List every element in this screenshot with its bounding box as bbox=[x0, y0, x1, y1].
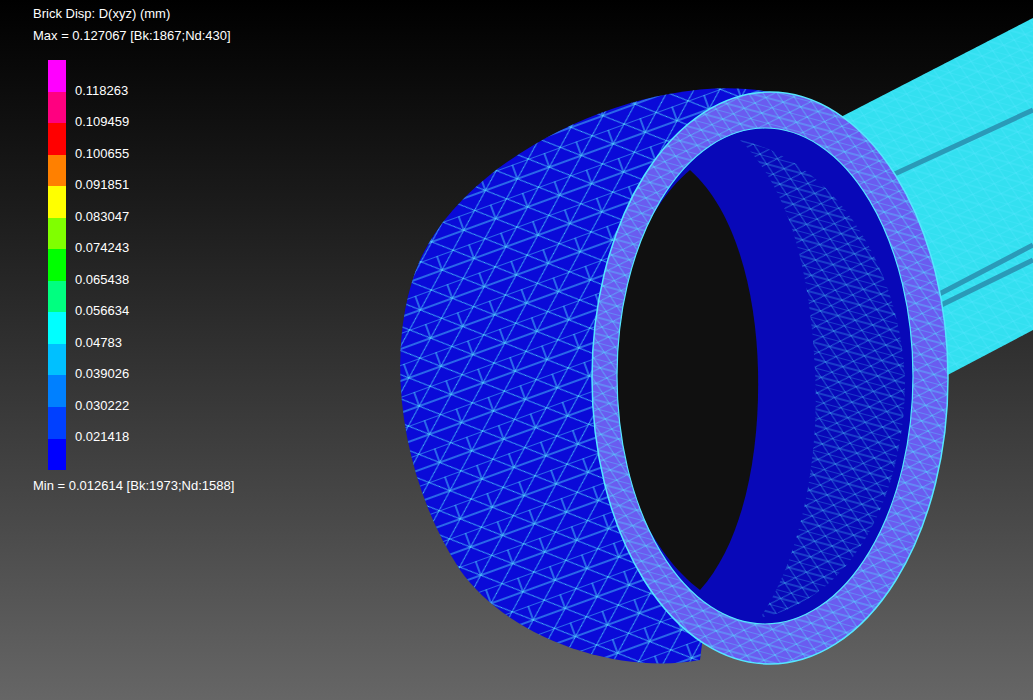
plot-title: Brick Disp: D(xyz) (mm) bbox=[33, 6, 170, 22]
colour-bar-band bbox=[48, 60, 66, 92]
legend-value: 0.04783 bbox=[75, 335, 122, 351]
colour-bar-band bbox=[48, 312, 66, 344]
legend-value: 0.074243 bbox=[75, 240, 129, 256]
colour-bar-band bbox=[48, 375, 66, 407]
legend-value: 0.091851 bbox=[75, 177, 129, 193]
colour-bar-band bbox=[48, 281, 66, 313]
legend-value: 0.100655 bbox=[75, 146, 129, 162]
colour-bar-band bbox=[48, 186, 66, 218]
colour-bar-band bbox=[48, 155, 66, 187]
colour-bar-band bbox=[48, 249, 66, 281]
colour-bar-band bbox=[48, 344, 66, 376]
max-value: Max = 0.127067 [Bk:1867;Nd:430] bbox=[33, 28, 231, 44]
colour-bar-band bbox=[48, 92, 66, 124]
legend-value: 0.056634 bbox=[75, 303, 129, 319]
colour-bar-band bbox=[48, 438, 66, 470]
colour-bar-band bbox=[48, 218, 66, 250]
legend-value: 0.039026 bbox=[75, 366, 129, 382]
legend-value: 0.065438 bbox=[75, 272, 129, 288]
legend-value: 0.030222 bbox=[75, 398, 129, 414]
colour-bar-band bbox=[48, 123, 66, 155]
min-value: Min = 0.012614 [Bk:1973;Nd:1588] bbox=[33, 478, 234, 494]
colour-bar-band bbox=[48, 407, 66, 439]
legend-value: 0.083047 bbox=[75, 209, 129, 225]
legend-value: 0.109459 bbox=[75, 114, 129, 130]
legend-value: 0.118263 bbox=[75, 83, 128, 99]
legend-value: 0.021418 bbox=[75, 429, 129, 445]
